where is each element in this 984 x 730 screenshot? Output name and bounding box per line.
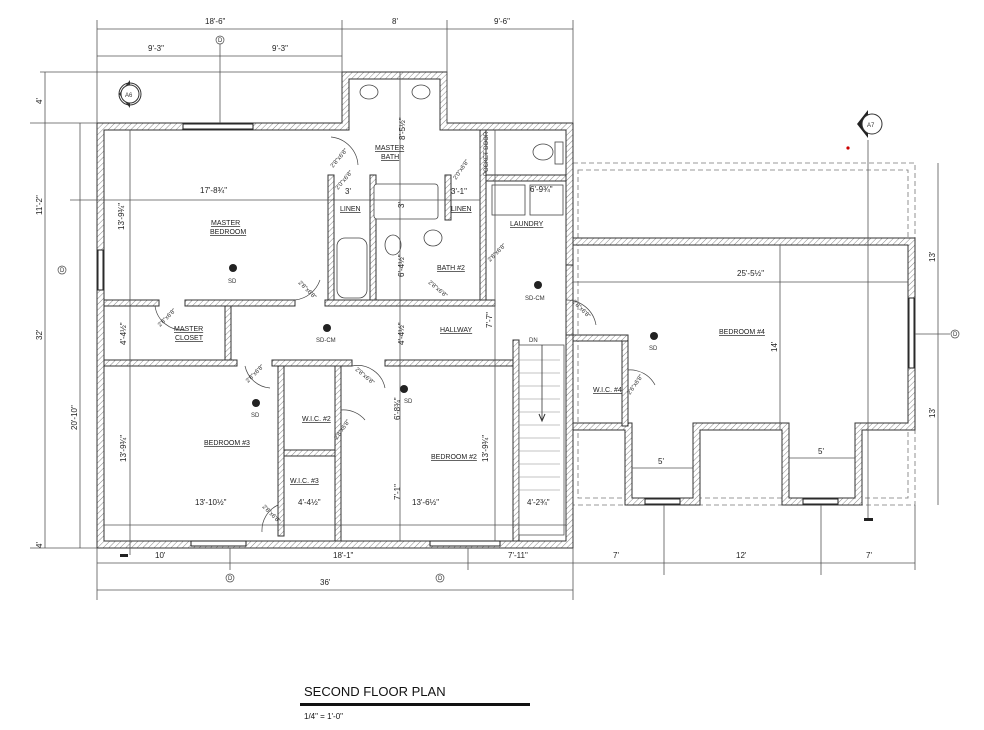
svg-text:D: D bbox=[953, 332, 958, 338]
section-label: A7 bbox=[867, 123, 875, 129]
svg-text:3': 3' bbox=[345, 187, 351, 196]
drawing-scale: 1/4" = 1'-0" bbox=[304, 712, 344, 721]
svg-text:3'-1": 3'-1" bbox=[451, 187, 467, 196]
svg-text:18'-1": 18'-1" bbox=[333, 551, 354, 560]
dimension-labels: 18'-6" 8' 9'-6" 9'-3" 9'-3" 4' 11'-2" 32… bbox=[35, 17, 937, 587]
svg-text:7'-1": 7'-1" bbox=[393, 484, 402, 500]
svg-text:BATH #2: BATH #2 bbox=[437, 265, 465, 272]
svg-text:D: D bbox=[438, 576, 443, 582]
roof-outline-inner bbox=[577, 169, 909, 499]
svg-text:2'8"x6'8": 2'8"x6'8" bbox=[487, 243, 507, 263]
svg-text:7': 7' bbox=[613, 551, 619, 560]
svg-text:5': 5' bbox=[658, 457, 664, 466]
svg-text:13'-10½": 13'-10½" bbox=[195, 498, 227, 507]
drawing-title: SECOND FLOOR PLAN bbox=[304, 684, 446, 699]
windows bbox=[97, 123, 915, 547]
svg-text:9'-3": 9'-3" bbox=[272, 44, 288, 53]
svg-text:6'-9¾": 6'-9¾" bbox=[530, 185, 553, 194]
svg-text:17'-8¾": 17'-8¾" bbox=[200, 186, 227, 195]
svg-text:LAUNDRY: LAUNDRY bbox=[510, 221, 544, 228]
svg-text:12': 12' bbox=[736, 551, 747, 560]
svg-text:2'0"x6'8": 2'0"x6'8" bbox=[453, 159, 471, 181]
svg-text:7'-7": 7'-7" bbox=[485, 312, 494, 328]
svg-text:MASTER: MASTER bbox=[211, 220, 240, 227]
svg-text:13'-6½": 13'-6½" bbox=[412, 498, 439, 507]
svg-text:5': 5' bbox=[818, 447, 824, 456]
svg-text:9'-3": 9'-3" bbox=[148, 44, 164, 53]
svg-text:9'-6": 9'-6" bbox=[494, 17, 510, 26]
svg-text:BEDROOM #3: BEDROOM #3 bbox=[204, 440, 250, 447]
svg-text:4'-4½": 4'-4½" bbox=[298, 498, 321, 507]
red-dot bbox=[846, 146, 850, 150]
svg-text:D: D bbox=[228, 576, 233, 582]
svg-text:BATH: BATH bbox=[381, 154, 399, 161]
svg-text:13': 13' bbox=[928, 251, 937, 262]
svg-text:32': 32' bbox=[35, 329, 44, 340]
svg-text:BEDROOM #4: BEDROOM #4 bbox=[719, 329, 765, 336]
svg-text:D: D bbox=[60, 268, 65, 274]
svg-text:4'-2¾": 4'-2¾" bbox=[527, 498, 550, 507]
svg-text:13'-9¾": 13'-9¾" bbox=[481, 435, 490, 462]
stairs bbox=[518, 344, 565, 536]
svg-text:2'6"x6'8": 2'6"x6'8" bbox=[627, 374, 645, 396]
svg-text:7': 7' bbox=[866, 551, 872, 560]
svg-text:BEDROOM #2: BEDROOM #2 bbox=[431, 454, 477, 461]
plumbing-fixtures bbox=[336, 84, 564, 299]
svg-text:BEDROOM: BEDROOM bbox=[210, 229, 246, 236]
room-labels: MASTER BEDROOM MASTER BATH MASTER CLOSET… bbox=[174, 145, 765, 485]
svg-text:POCKET DOOR: POCKET DOOR bbox=[484, 131, 490, 176]
section-marker-a7[interactable]: A7 bbox=[857, 110, 883, 138]
svg-text:4': 4' bbox=[35, 542, 44, 548]
svg-text:2'8"x6'8": 2'8"x6'8" bbox=[427, 280, 448, 299]
svg-text:HALLWAY: HALLWAY bbox=[440, 327, 472, 334]
svg-text:13': 13' bbox=[928, 407, 937, 418]
svg-text:3': 3' bbox=[397, 202, 406, 208]
section-label: A6 bbox=[125, 93, 133, 99]
svg-text:4': 4' bbox=[35, 98, 44, 104]
svg-text:4'-4½": 4'-4½" bbox=[119, 322, 128, 345]
sdcm-label: SD-CM bbox=[525, 296, 545, 302]
svg-text:6'-4½": 6'-4½" bbox=[397, 254, 406, 277]
sd-label: SD bbox=[404, 399, 413, 405]
svg-text:14': 14' bbox=[770, 341, 779, 352]
svg-text:W.I.C. #4: W.I.C. #4 bbox=[593, 387, 622, 394]
svg-text:36': 36' bbox=[320, 578, 331, 587]
svg-text:2'8"x6'8": 2'8"x6'8" bbox=[354, 367, 375, 386]
section-marker-a6[interactable]: A6 bbox=[118, 80, 142, 108]
svg-text:LINEN: LINEN bbox=[451, 206, 472, 213]
svg-text:11'-2": 11'-2" bbox=[35, 195, 44, 215]
svg-text:W.I.C. #3: W.I.C. #3 bbox=[290, 478, 319, 485]
sdcm-label: SD-CM bbox=[316, 338, 336, 344]
svg-text:8': 8' bbox=[392, 17, 398, 26]
svg-text:D: D bbox=[218, 38, 223, 44]
svg-text:6'-8¾": 6'-8¾" bbox=[393, 397, 402, 420]
sd-label: SD bbox=[649, 346, 658, 352]
wing-wall bbox=[572, 237, 916, 506]
title-underline bbox=[300, 703, 530, 706]
dimension-lines bbox=[30, 20, 950, 600]
grid-bubbles: D D D D D bbox=[57, 35, 960, 583]
sd-label: SD bbox=[251, 413, 260, 419]
sd-label: SD bbox=[228, 279, 237, 285]
svg-text:DN: DN bbox=[529, 338, 538, 344]
svg-text:18'-6": 18'-6" bbox=[205, 17, 226, 26]
svg-text:CLOSET: CLOSET bbox=[175, 335, 204, 342]
smoke-detectors bbox=[229, 264, 658, 407]
svg-text:2'8"x6'8": 2'8"x6'8" bbox=[330, 148, 349, 169]
svg-text:7'-11": 7'-11" bbox=[508, 551, 528, 560]
door-swings bbox=[154, 136, 656, 533]
svg-text:MASTER: MASTER bbox=[375, 145, 404, 152]
svg-text:W.I.C. #2: W.I.C. #2 bbox=[302, 416, 331, 423]
svg-text:13'-9¾": 13'-9¾" bbox=[119, 435, 128, 462]
svg-text:20'-10": 20'-10" bbox=[70, 405, 79, 430]
svg-text:LINEN: LINEN bbox=[340, 206, 361, 213]
svg-text:10': 10' bbox=[155, 551, 166, 560]
svg-text:25'-5½": 25'-5½" bbox=[737, 269, 764, 278]
svg-text:13'-9¾": 13'-9¾" bbox=[117, 203, 126, 230]
svg-text:4'-4½": 4'-4½" bbox=[397, 322, 406, 345]
svg-text:MASTER: MASTER bbox=[174, 326, 203, 333]
svg-text:8'-5½": 8'-5½" bbox=[398, 117, 407, 140]
